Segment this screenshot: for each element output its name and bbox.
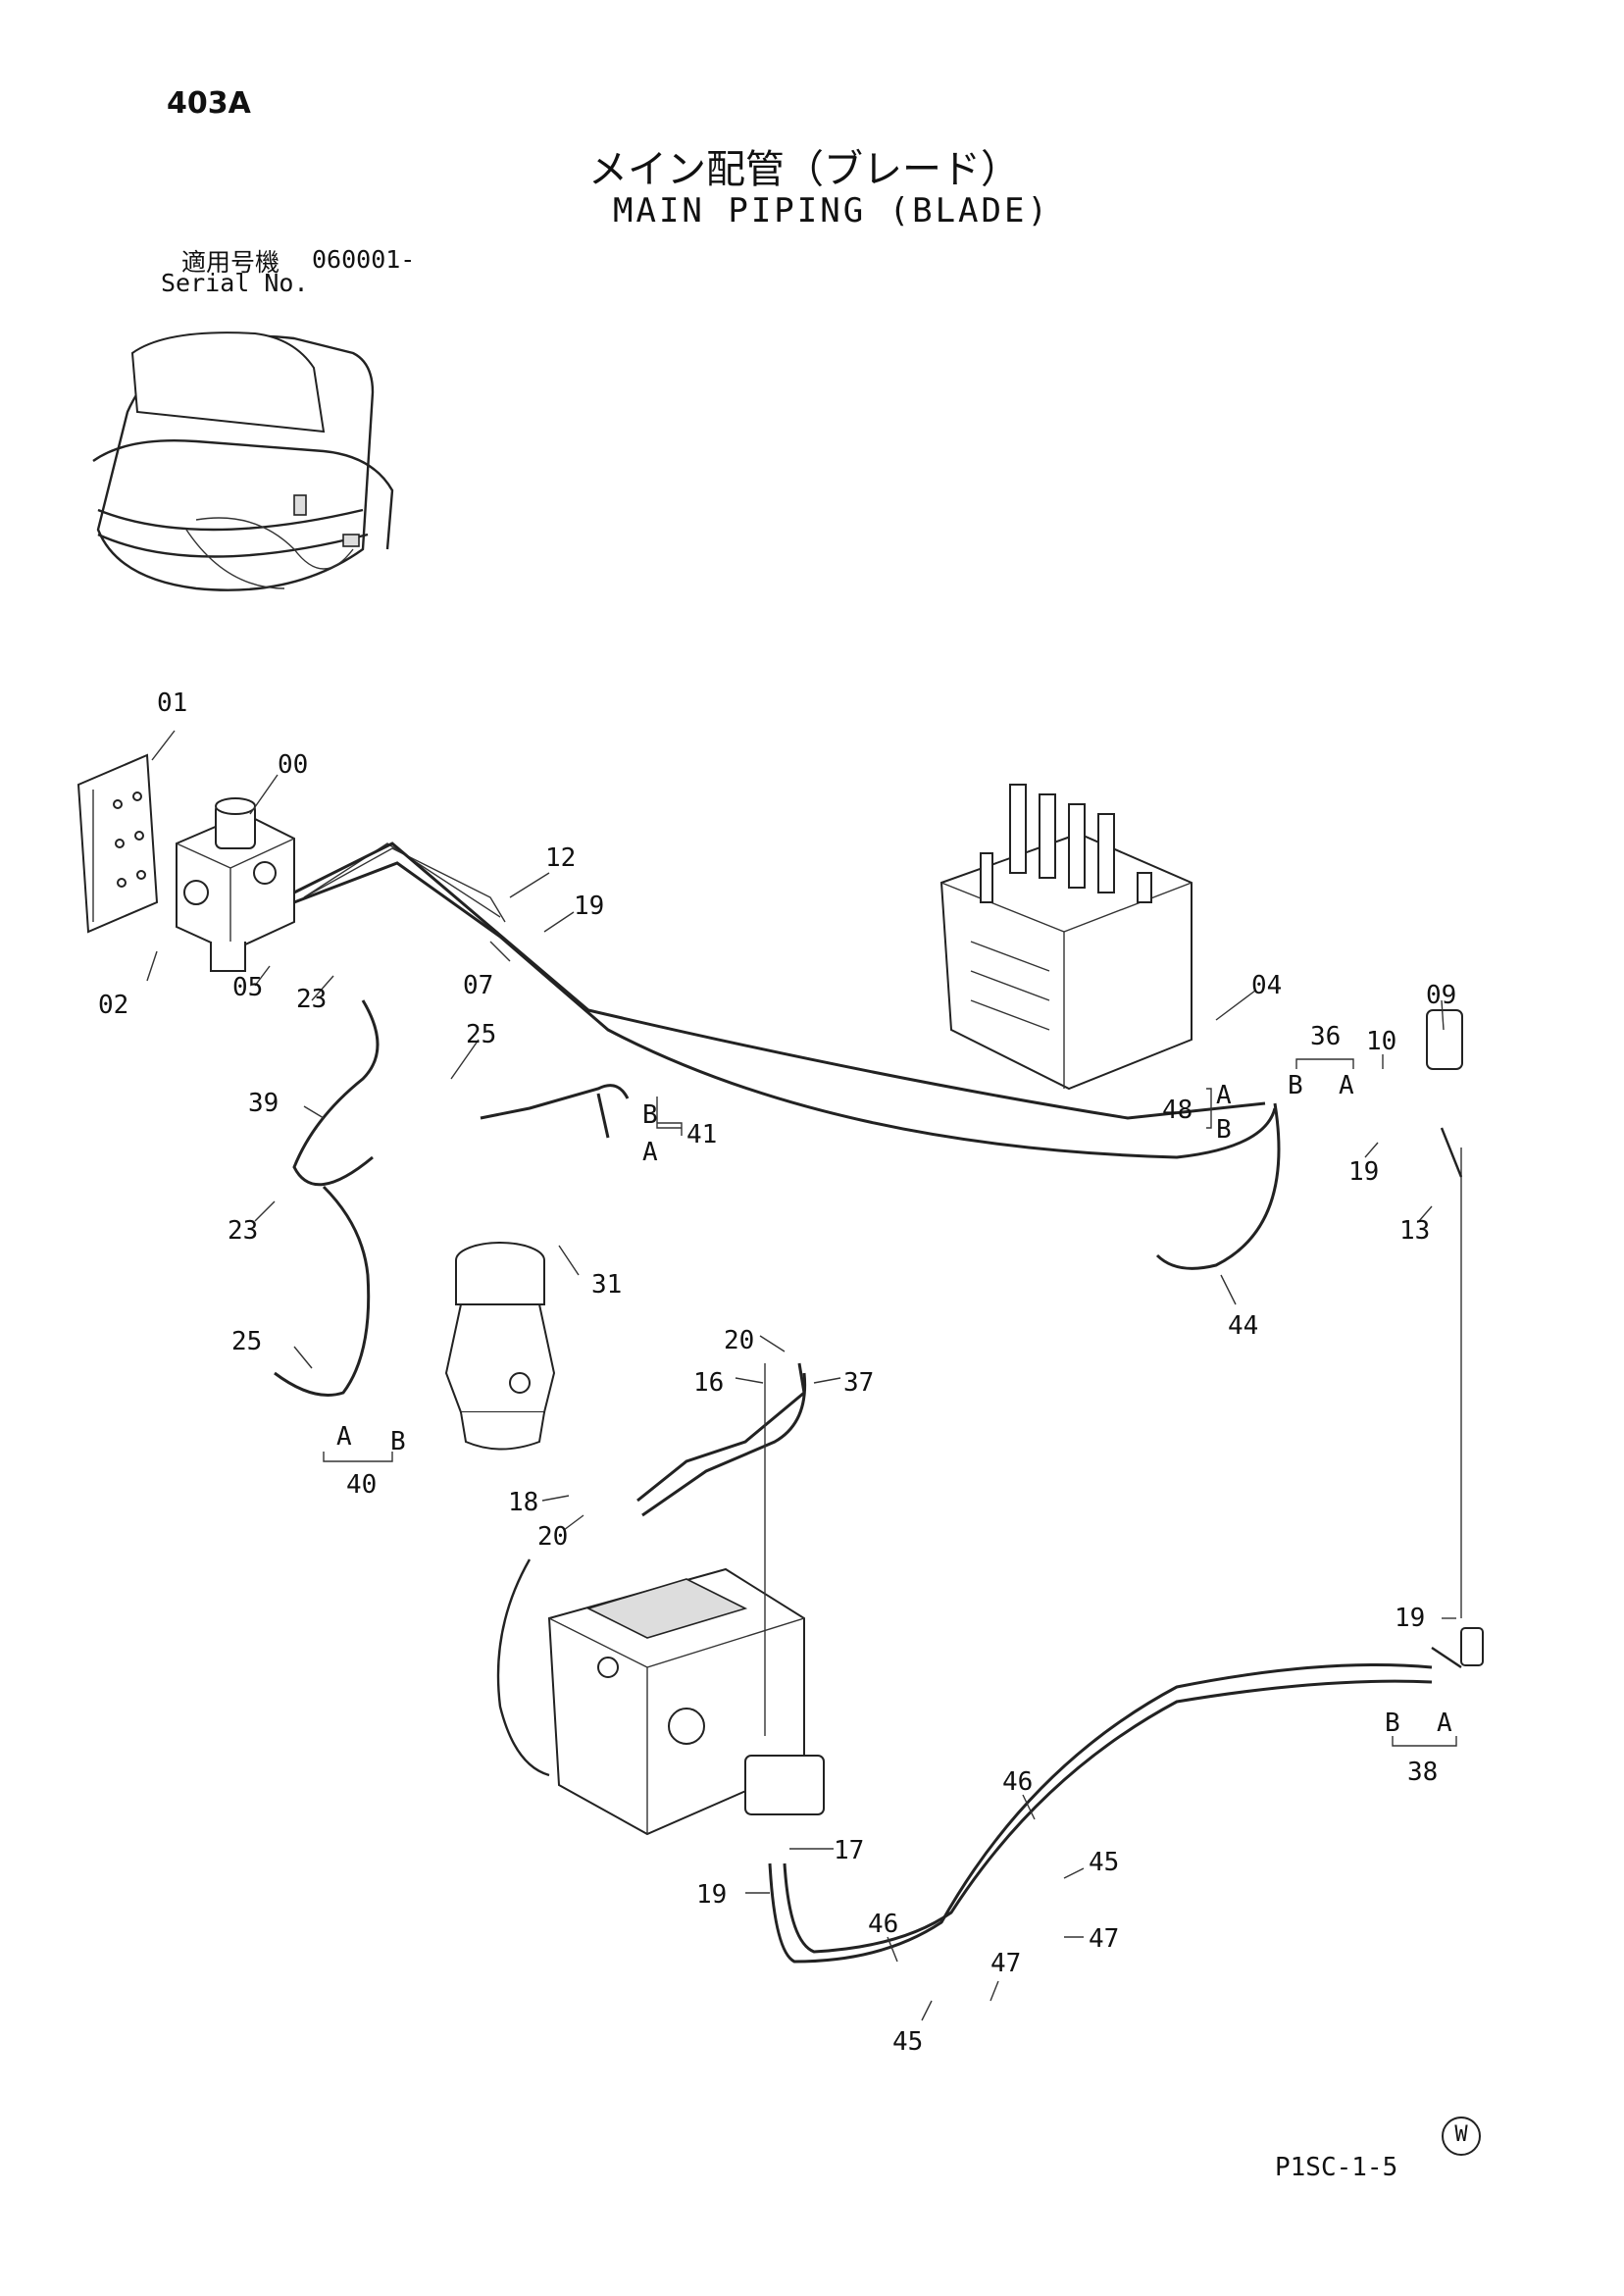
serial-number-value: 060001- xyxy=(312,245,416,274)
callout-20-upper: 20 xyxy=(724,1326,754,1355)
callout-18: 18 xyxy=(508,1488,538,1517)
callout-04: 04 xyxy=(1251,971,1282,1000)
callout-40: 40 xyxy=(346,1470,377,1500)
callout-00: 00 xyxy=(278,750,308,780)
swivel-joint xyxy=(444,1242,556,1451)
callout-23-lower: 23 xyxy=(228,1216,258,1246)
callout-48: 48 xyxy=(1162,1096,1193,1125)
callout-41: 41 xyxy=(686,1120,717,1149)
callout-47-upper: 47 xyxy=(1089,1924,1119,1954)
callout-37: 37 xyxy=(843,1368,874,1398)
callout-25-upper: 25 xyxy=(466,1020,496,1049)
callout-38-a: A xyxy=(1437,1709,1452,1738)
control-valve xyxy=(939,784,1193,1091)
callout-40-b: B xyxy=(390,1427,406,1456)
callout-02: 02 xyxy=(98,991,128,1020)
mounting-plate xyxy=(76,753,159,934)
machine-overview-illustration xyxy=(92,332,394,591)
callout-36-b: B xyxy=(1288,1071,1303,1100)
callout-38: 38 xyxy=(1407,1758,1438,1787)
callout-09: 09 xyxy=(1426,981,1456,1010)
callout-16: 16 xyxy=(693,1368,724,1398)
callout-19-upper: 19 xyxy=(574,892,604,921)
watermark-symbol: W xyxy=(1442,2117,1481,2156)
callout-48-a: A xyxy=(1216,1081,1232,1110)
callout-41-b: B xyxy=(642,1100,658,1130)
callout-36-a: A xyxy=(1339,1071,1354,1100)
callout-20-lower: 20 xyxy=(537,1522,568,1552)
callout-01: 01 xyxy=(157,689,187,718)
callout-45-upper: 45 xyxy=(1089,1848,1119,1877)
callout-45-lower: 45 xyxy=(892,2027,923,2057)
callout-05: 05 xyxy=(232,973,263,1002)
valve-block xyxy=(176,797,295,972)
callout-13: 13 xyxy=(1399,1216,1430,1246)
callout-19-pump: 19 xyxy=(696,1880,727,1910)
callout-19-lower-right: 19 xyxy=(1395,1604,1425,1633)
callout-19-right: 19 xyxy=(1348,1157,1379,1187)
serial-label-japanese: 適用号機 xyxy=(181,248,280,277)
callout-12: 12 xyxy=(545,843,576,873)
callout-44: 44 xyxy=(1228,1311,1258,1341)
callout-48-b: B xyxy=(1216,1115,1232,1145)
callout-38-b: B xyxy=(1385,1709,1400,1738)
leader-lines xyxy=(146,730,1457,2021)
callout-41-a: A xyxy=(642,1138,658,1167)
callout-36: 36 xyxy=(1310,1022,1341,1051)
callout-46-lower: 46 xyxy=(868,1910,898,1939)
callout-10: 10 xyxy=(1366,1027,1396,1056)
callout-46-upper: 46 xyxy=(1002,1767,1033,1797)
drawing-code: P1SC-1-5 xyxy=(1275,2153,1398,2182)
callout-47-lower: 47 xyxy=(990,1949,1021,1978)
callout-31: 31 xyxy=(591,1270,622,1300)
hose-lines xyxy=(274,842,1484,1964)
page-code: 403A xyxy=(167,86,251,121)
page-title-english: MAIN PIPING (BLADE) xyxy=(613,191,1050,230)
hydraulic-pump xyxy=(496,1558,825,1836)
callout-23-upper: 23 xyxy=(296,985,327,1014)
callout-39: 39 xyxy=(248,1089,279,1118)
callout-17: 17 xyxy=(834,1836,864,1865)
serial-label-english: Serial No. xyxy=(161,269,309,297)
callout-labels: 01 00 02 05 23 12 19 07 25 39 41 B A 23 … xyxy=(98,689,1456,2057)
page-title-japanese: メイン配管（ブレード） xyxy=(588,147,1020,192)
callout-07: 07 xyxy=(463,971,493,1000)
callout-25-lower: 25 xyxy=(231,1327,262,1356)
callout-40-a: A xyxy=(336,1422,352,1452)
